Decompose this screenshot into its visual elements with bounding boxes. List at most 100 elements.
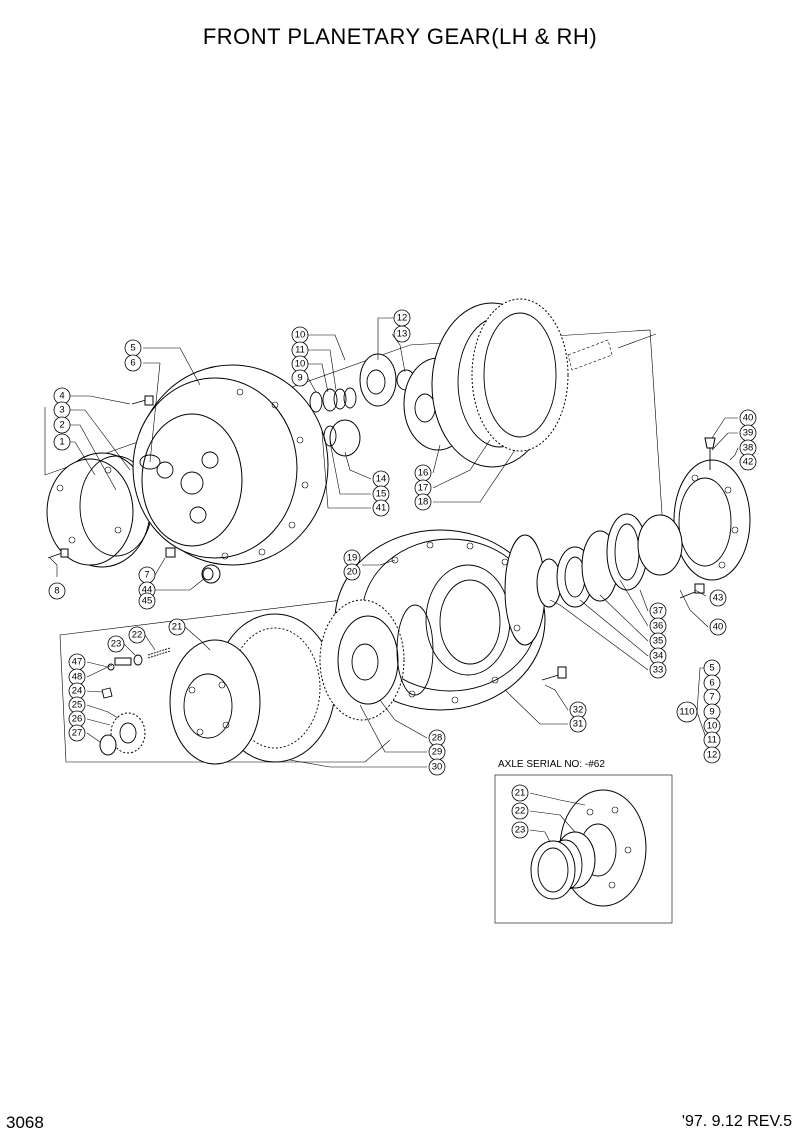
callout: 13	[393, 325, 411, 343]
callout: 41	[372, 499, 390, 517]
svg-text:35: 35	[653, 636, 664, 647]
ring-gear	[431, 298, 569, 468]
thrust-washer	[201, 564, 221, 584]
callout: 5	[124, 339, 142, 357]
callout: 40	[709, 618, 727, 636]
callout: 25	[68, 696, 86, 714]
bearing-stack	[536, 513, 683, 608]
svg-text:21: 21	[172, 622, 183, 633]
svg-text:23: 23	[111, 639, 122, 650]
svg-text:41: 41	[376, 503, 387, 514]
svg-text:29: 29	[432, 747, 443, 758]
svg-text:22: 22	[132, 630, 143, 641]
callout: 22	[511, 802, 529, 820]
callout: 28	[428, 729, 446, 747]
callout: 48	[68, 668, 86, 686]
callout: 11	[703, 731, 721, 749]
callout: 35	[649, 632, 667, 650]
svg-text:43: 43	[713, 593, 724, 604]
callout: 7	[138, 566, 156, 584]
callout: 21	[168, 618, 186, 636]
callout: 36	[649, 617, 667, 635]
callout: 40	[739, 409, 757, 427]
svg-text:11: 11	[707, 735, 717, 746]
svg-text:18: 18	[418, 497, 429, 508]
spring	[567, 339, 613, 371]
svg-text:39: 39	[743, 428, 754, 439]
callout: 2	[53, 416, 71, 434]
svg-text:7: 7	[709, 692, 714, 703]
callout: 21	[511, 784, 529, 802]
svg-text:28: 28	[432, 733, 443, 744]
callout: 19	[343, 549, 361, 567]
svg-text:21: 21	[515, 788, 526, 799]
callout: 33	[649, 661, 667, 679]
plug	[47, 548, 69, 559]
callout: 37	[649, 602, 667, 620]
svg-text:8: 8	[54, 586, 59, 597]
svg-text:3: 3	[59, 405, 64, 416]
svg-text:5: 5	[130, 343, 135, 354]
svg-text:10: 10	[295, 359, 306, 370]
callout: 30	[428, 758, 446, 776]
callout: 5	[703, 659, 721, 677]
page-number: 3068	[6, 1113, 44, 1132]
callout: 9	[291, 369, 309, 387]
callout: 43	[709, 589, 727, 607]
callout: 9	[703, 703, 721, 721]
inset-detail	[494, 774, 673, 924]
svg-text:13: 13	[397, 329, 408, 340]
flange-bolt	[679, 583, 705, 599]
callout: 10	[703, 717, 721, 735]
svg-text:10: 10	[295, 330, 306, 341]
ring-gear-assembly	[169, 613, 336, 765]
callout: 47	[68, 653, 86, 671]
revision-date: '97. 9.12 REV.5	[681, 1113, 792, 1130]
svg-text:20: 20	[347, 567, 358, 578]
callout: 8	[48, 582, 66, 600]
callout: 16	[414, 464, 432, 482]
svg-text:31: 31	[573, 719, 584, 730]
svg-text:36: 36	[653, 621, 664, 632]
callout: 31	[569, 715, 587, 733]
callout: 12	[393, 309, 411, 327]
svg-text:22: 22	[515, 806, 526, 817]
callout: 12	[703, 746, 721, 764]
callout: 29	[428, 743, 446, 761]
callout: 3	[53, 401, 71, 419]
svg-text:25: 25	[72, 700, 83, 711]
svg-text:6: 6	[709, 678, 714, 689]
svg-text:40: 40	[713, 622, 724, 633]
svg-text:4: 4	[59, 391, 64, 402]
svg-text:9: 9	[709, 707, 714, 718]
svg-text:33: 33	[653, 665, 664, 676]
bolt	[131, 395, 154, 406]
svg-text:38: 38	[743, 443, 754, 454]
svg-text:6: 6	[130, 358, 135, 369]
svg-text:27: 27	[72, 728, 83, 739]
callout: 14	[372, 470, 390, 488]
svg-text:12: 12	[707, 750, 718, 761]
callout: 6	[703, 674, 721, 692]
end-cover	[46, 452, 151, 568]
callout: 38	[739, 439, 757, 457]
spur-gear	[319, 599, 434, 721]
svg-text:48: 48	[72, 672, 83, 683]
callout: 6	[124, 354, 142, 372]
planet-gear-set	[309, 353, 416, 457]
svg-text:47: 47	[72, 657, 83, 668]
adjusting-screw	[107, 647, 171, 671]
stud-bolt	[541, 666, 567, 681]
svg-text:44: 44	[142, 585, 153, 596]
svg-text:10: 10	[707, 721, 718, 732]
callout: 18	[414, 493, 432, 511]
callout: 23	[511, 821, 529, 839]
svg-text:40: 40	[743, 413, 754, 424]
svg-text:42: 42	[743, 457, 754, 468]
wheel-flange	[673, 437, 751, 581]
callout: 1	[53, 433, 71, 451]
svg-text:30: 30	[432, 762, 443, 773]
callout: 22	[128, 626, 146, 644]
callout: 10	[291, 326, 309, 344]
lock-plate	[101, 687, 113, 699]
